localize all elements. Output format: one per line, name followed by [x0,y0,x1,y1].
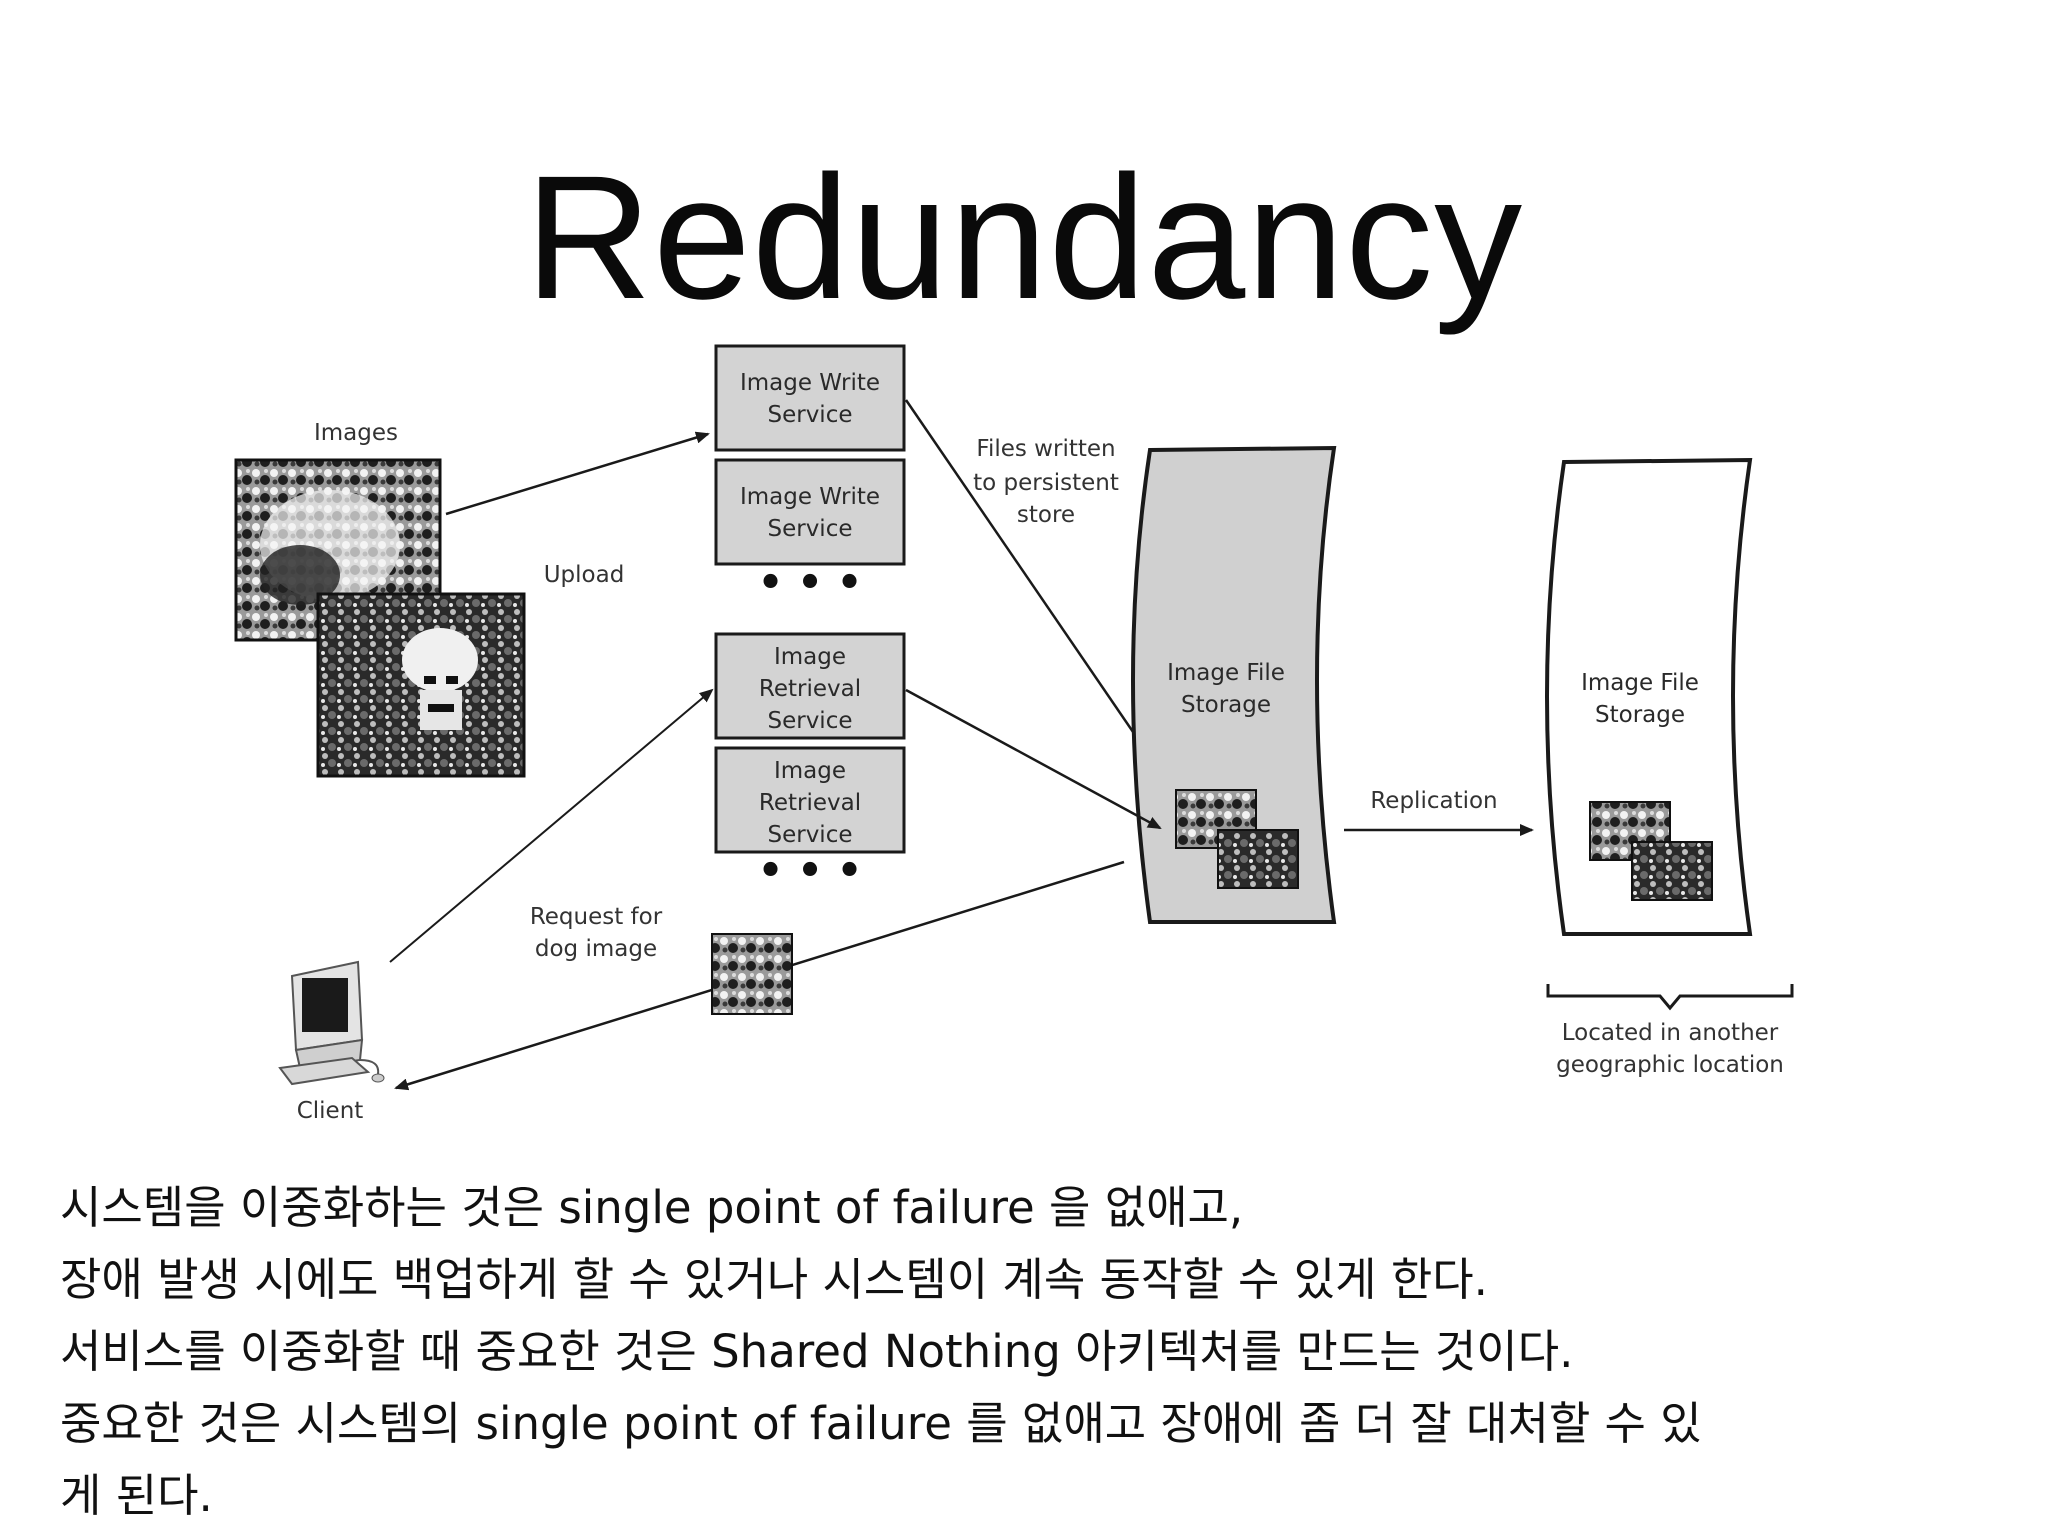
svg-text:Retrieval: Retrieval [759,676,861,702]
primary-image-file-storage: Image File Storage [1131,445,1337,924]
svg-text:Image File: Image File [1167,660,1285,686]
svg-text:Storage: Storage [1181,692,1271,718]
image-write-service-2: Image Write Service [714,458,906,566]
slide-title: Redundancy [524,140,1524,336]
body-line: 시스템을 이중화하는 것은 single point of failure 을 … [60,1181,1244,1234]
svg-text:store: store [1017,502,1075,528]
location-brace [1546,984,1794,1011]
svg-text:Retrieval: Retrieval [759,790,861,816]
svg-text:geographic location: geographic location [1556,1052,1784,1078]
svg-text:to persistent: to persistent [973,470,1119,496]
svg-text:Image: Image [774,758,846,784]
svg-text:Storage: Storage [1595,702,1685,728]
svg-text:Files written: Files written [976,436,1115,462]
replica-image-file-storage: Image File Storage [1545,457,1753,936]
dog-image-thumbnail [711,933,793,1015]
body-text: 시스템을 이중화하는 것은 single point of failure 을 … [60,1172,2020,1532]
svg-text:Service: Service [767,822,852,848]
svg-text:Image File: Image File [1581,670,1699,696]
retrieval-services-ellipsis: • • • [758,848,863,894]
client-label: Client [297,1098,364,1124]
body-line: 중요한 것은 시스템의 single point of failure 를 없애… [60,1397,1702,1450]
write-services-ellipsis: • • • [758,560,863,606]
svg-text:dog image: dog image [535,936,657,962]
dog-photo [234,458,442,642]
architecture-diagram: Images Upload Image Write Service Image … [234,344,1794,1124]
image-retrieval-service-2: Image Retrieval Service [714,746,906,854]
svg-text:Request for: Request for [530,904,663,930]
svg-text:Image Write: Image Write [740,370,880,396]
svg-text:Service: Service [767,708,852,734]
svg-text:Service: Service [767,402,852,428]
body-line: 장애 발생 시에도 백업하게 할 수 있거나 시스템이 계속 동작할 수 있게 … [60,1253,1488,1306]
client-computer-icon [278,960,385,1086]
image-write-service-1: Image Write Service [714,344,906,452]
svg-text:Service: Service [767,516,852,542]
body-line: 게 된다. [60,1469,213,1522]
stormtrooper-photo [316,592,526,778]
files-written-label: Files written to persistent store [973,436,1119,528]
body-line: 서비스를 이중화할 때 중요한 것은 Shared Nothing 아키텍처를 … [60,1325,1574,1378]
located-label: Located in another geographic location [1556,1020,1784,1078]
svg-text:Image Write: Image Write [740,484,880,510]
svg-text:Located in another: Located in another [1562,1020,1779,1046]
replication-label: Replication [1370,788,1497,814]
images-label: Images [314,420,398,446]
svg-text:Image: Image [774,644,846,670]
request-label: Request for dog image [530,904,663,962]
upload-label: Upload [544,562,625,588]
image-retrieval-service-1: Image Retrieval Service [714,632,906,740]
